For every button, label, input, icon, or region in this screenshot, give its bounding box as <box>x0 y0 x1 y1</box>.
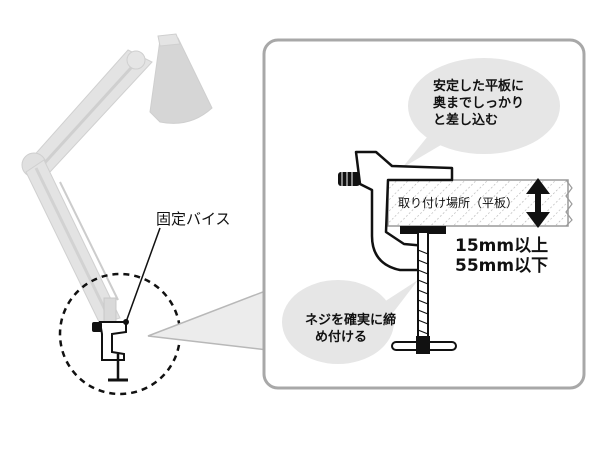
callout-line: 安定した平板に <box>433 79 525 94</box>
top-callout-bubble <box>402 58 560 168</box>
insert-instruction-callout: 安定した平板に 奥までしっかり と差し込む <box>433 78 524 129</box>
thickness-min: 15mm以上 <box>455 236 549 256</box>
small-clamp-knob <box>92 322 102 332</box>
small-clamp-illustration <box>92 321 128 382</box>
mounting-surface-label: 取り付け場所（平板） <box>398 196 519 210</box>
zoom-connector <box>147 288 269 351</box>
thickness-arrow <box>526 178 550 228</box>
clamp-top-knob <box>338 172 360 186</box>
clamp-pressure-pad <box>400 226 446 234</box>
desk-lamp-illustration <box>21 33 213 329</box>
callout-line: 奥までしっかり <box>433 96 525 111</box>
lamp-upper-arm-rod <box>38 56 142 170</box>
clamp-vise-label: 固定バイス <box>156 210 231 228</box>
lamp-shade-cap <box>157 33 181 47</box>
large-clamp-illustration <box>338 150 457 354</box>
clamp-frame <box>354 150 454 272</box>
clamp-pointer-dot <box>123 319 129 325</box>
screw-instruction-callout: ネジを確実に締 め付ける <box>305 312 396 346</box>
lamp-spring <box>59 181 119 301</box>
clamp-label-pointer <box>125 227 161 323</box>
bottom-callout-bubble <box>282 280 418 364</box>
callout-line: め付ける <box>315 330 368 345</box>
lamp-shade <box>149 37 213 124</box>
callout-line: ネジを確実に締 <box>305 313 397 328</box>
thickness-max: 55mm以下 <box>455 256 549 276</box>
small-clamp-body <box>98 321 127 361</box>
thickness-range-label: 15mm以上 55mm以下 <box>455 236 548 276</box>
callout-line: と差し込む <box>433 113 499 128</box>
lamp-lower-arm-rod <box>34 167 112 321</box>
lamp-top-joint <box>126 50 146 70</box>
